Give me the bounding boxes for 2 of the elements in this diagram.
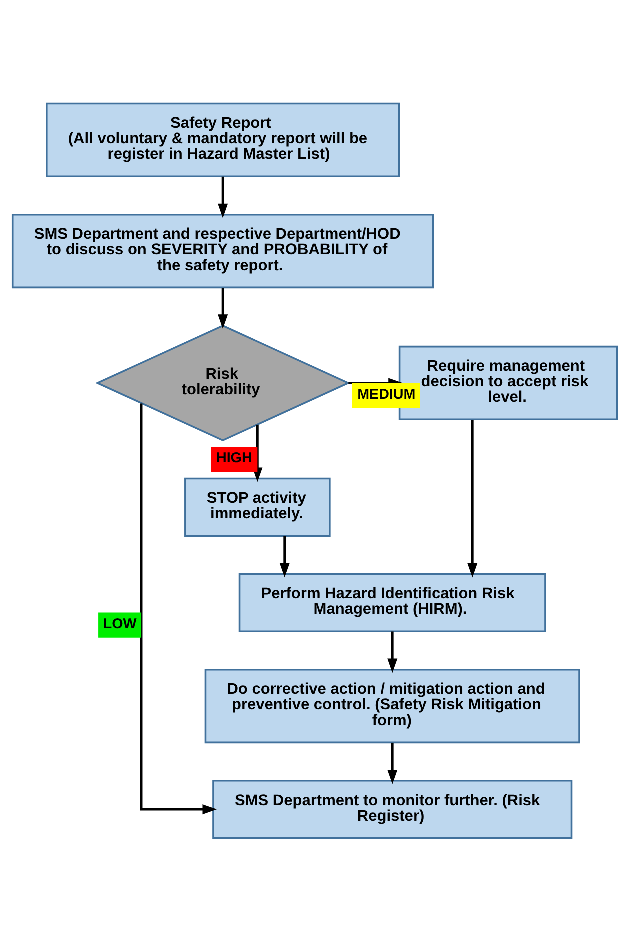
edge-label: LOW <box>103 616 137 632</box>
edge-label: HIGH <box>216 450 252 466</box>
